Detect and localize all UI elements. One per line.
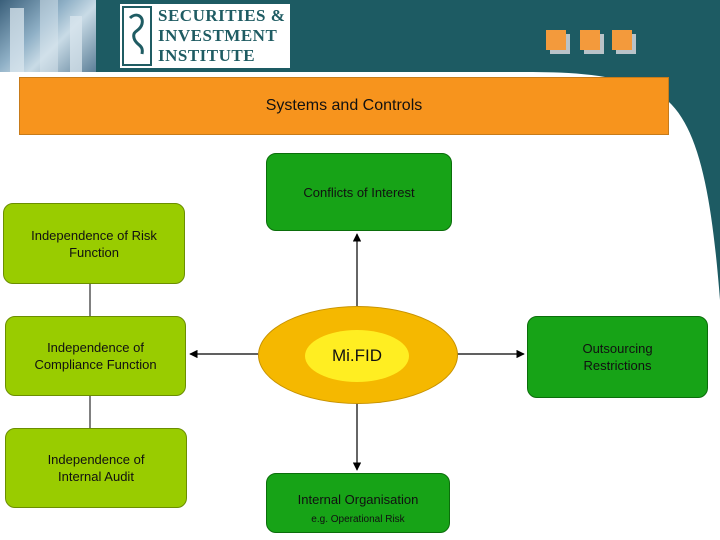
risk-label-line-1: Independence of Risk <box>31 227 157 243</box>
decorative-square-icon <box>580 30 600 50</box>
internal-organisation-box: Internal Organisation e.g. Operational R… <box>266 473 450 533</box>
mifid-label: Mi.FID <box>305 330 409 382</box>
compliance-label-line-2: Compliance Function <box>34 357 157 372</box>
risk-label-line-2: Function <box>69 244 119 260</box>
logo-line-3: INSTITUTE <box>158 46 256 65</box>
logo: SECURITIES & INVESTMENT INSTITUTE <box>120 4 290 68</box>
internal-org-sublabel: e.g. Operational Risk <box>311 514 405 525</box>
decorative-square-icon <box>546 30 566 50</box>
header-photo <box>0 0 96 72</box>
risk-function-box: Independence of Risk Function <box>3 203 185 284</box>
compliance-function-box: Independence of Compliance Function <box>5 316 186 396</box>
outsourcing-label-line-1: Outsourcing <box>582 341 653 356</box>
conflicts-of-interest-box: Conflicts of Interest <box>266 153 452 231</box>
outsourcing-label-line-2: Restrictions <box>583 358 652 373</box>
logo-line-1: SECURITIES & <box>158 6 286 25</box>
decorative-square-icon <box>612 30 632 50</box>
logo-line-2: INVESTMENT <box>158 26 278 45</box>
internal-audit-box: Independence of Internal Audit <box>5 428 187 508</box>
logo-emblem-icon <box>122 6 152 66</box>
outsourcing-box: Outsourcing Restrictions <box>527 316 708 398</box>
internal-org-label: Internal Organisation <box>297 492 419 507</box>
audit-label-line-2: Internal Audit <box>58 469 134 484</box>
slide-title: Systems and Controls <box>19 77 669 135</box>
audit-label-line-1: Independence of <box>47 452 145 467</box>
conflicts-label: Conflicts of Interest <box>303 184 415 200</box>
compliance-label-line-1: Independence of <box>47 340 144 355</box>
